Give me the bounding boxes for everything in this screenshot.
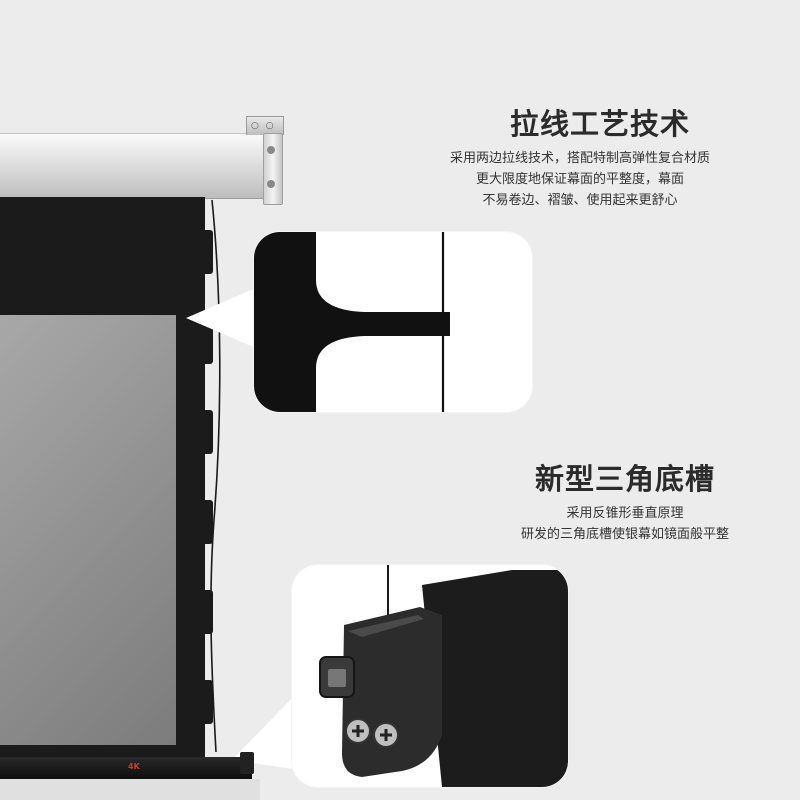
projection-surface bbox=[0, 315, 176, 745]
tension-tab bbox=[201, 320, 213, 364]
tension-tab bbox=[201, 680, 213, 724]
screen-housing bbox=[0, 133, 270, 199]
feature-description-triangle-bottom-bar: 采用反锥形垂直原理 研发的三角底槽使银幕如镜面般平整 bbox=[480, 503, 770, 545]
floor bbox=[0, 779, 260, 800]
description-line: 更大限度地保证幕面的平整度，幕面 bbox=[475, 172, 684, 187]
callout-pointer-2 bbox=[232, 690, 300, 770]
triangle-bottom-bar-closeup-icon bbox=[319, 565, 568, 787]
description-line: 采用反锥形垂直原理 bbox=[566, 506, 684, 521]
feature-title-tension-cable: 拉线工艺技术 bbox=[509, 107, 690, 141]
description-line: 不易卷边、褶皱、使用起来更舒心 bbox=[482, 193, 678, 208]
callout-pointer-1 bbox=[186, 288, 256, 348]
detail-callout-bottom-bar bbox=[292, 565, 568, 787]
mounting-bracket: ○ ○ bbox=[246, 116, 284, 135]
feature-title-triangle-bottom-bar: 新型三角底槽 bbox=[534, 462, 715, 496]
tension-cable bbox=[210, 199, 221, 753]
end-cap-screw-icon bbox=[267, 180, 275, 188]
tension-tab bbox=[201, 590, 213, 634]
end-cap-screw-icon bbox=[267, 146, 275, 154]
bottom-weight-bar bbox=[0, 757, 252, 779]
tension-tab bbox=[201, 230, 213, 274]
tension-tab bbox=[201, 500, 213, 544]
description-line: 采用两边拉线技术，搭配特制高弹性复合材质 bbox=[449, 151, 710, 166]
detail-callout-tension-cable bbox=[254, 232, 532, 412]
feature-description-tension-cable: 采用两边拉线技术，搭配特制高弹性复合材质 更大限度地保证幕面的平整度，幕面 不易… bbox=[405, 148, 755, 211]
tension-cable-closeup-icon bbox=[254, 232, 450, 412]
description-line: 研发的三角底槽使银幕如镜面般平整 bbox=[520, 527, 729, 542]
tension-tab bbox=[201, 410, 213, 454]
bracket-screw-holes-icon: ○ ○ bbox=[251, 121, 276, 131]
4k-badge: 4K bbox=[128, 762, 140, 771]
bottom-bar-cap bbox=[240, 752, 254, 774]
